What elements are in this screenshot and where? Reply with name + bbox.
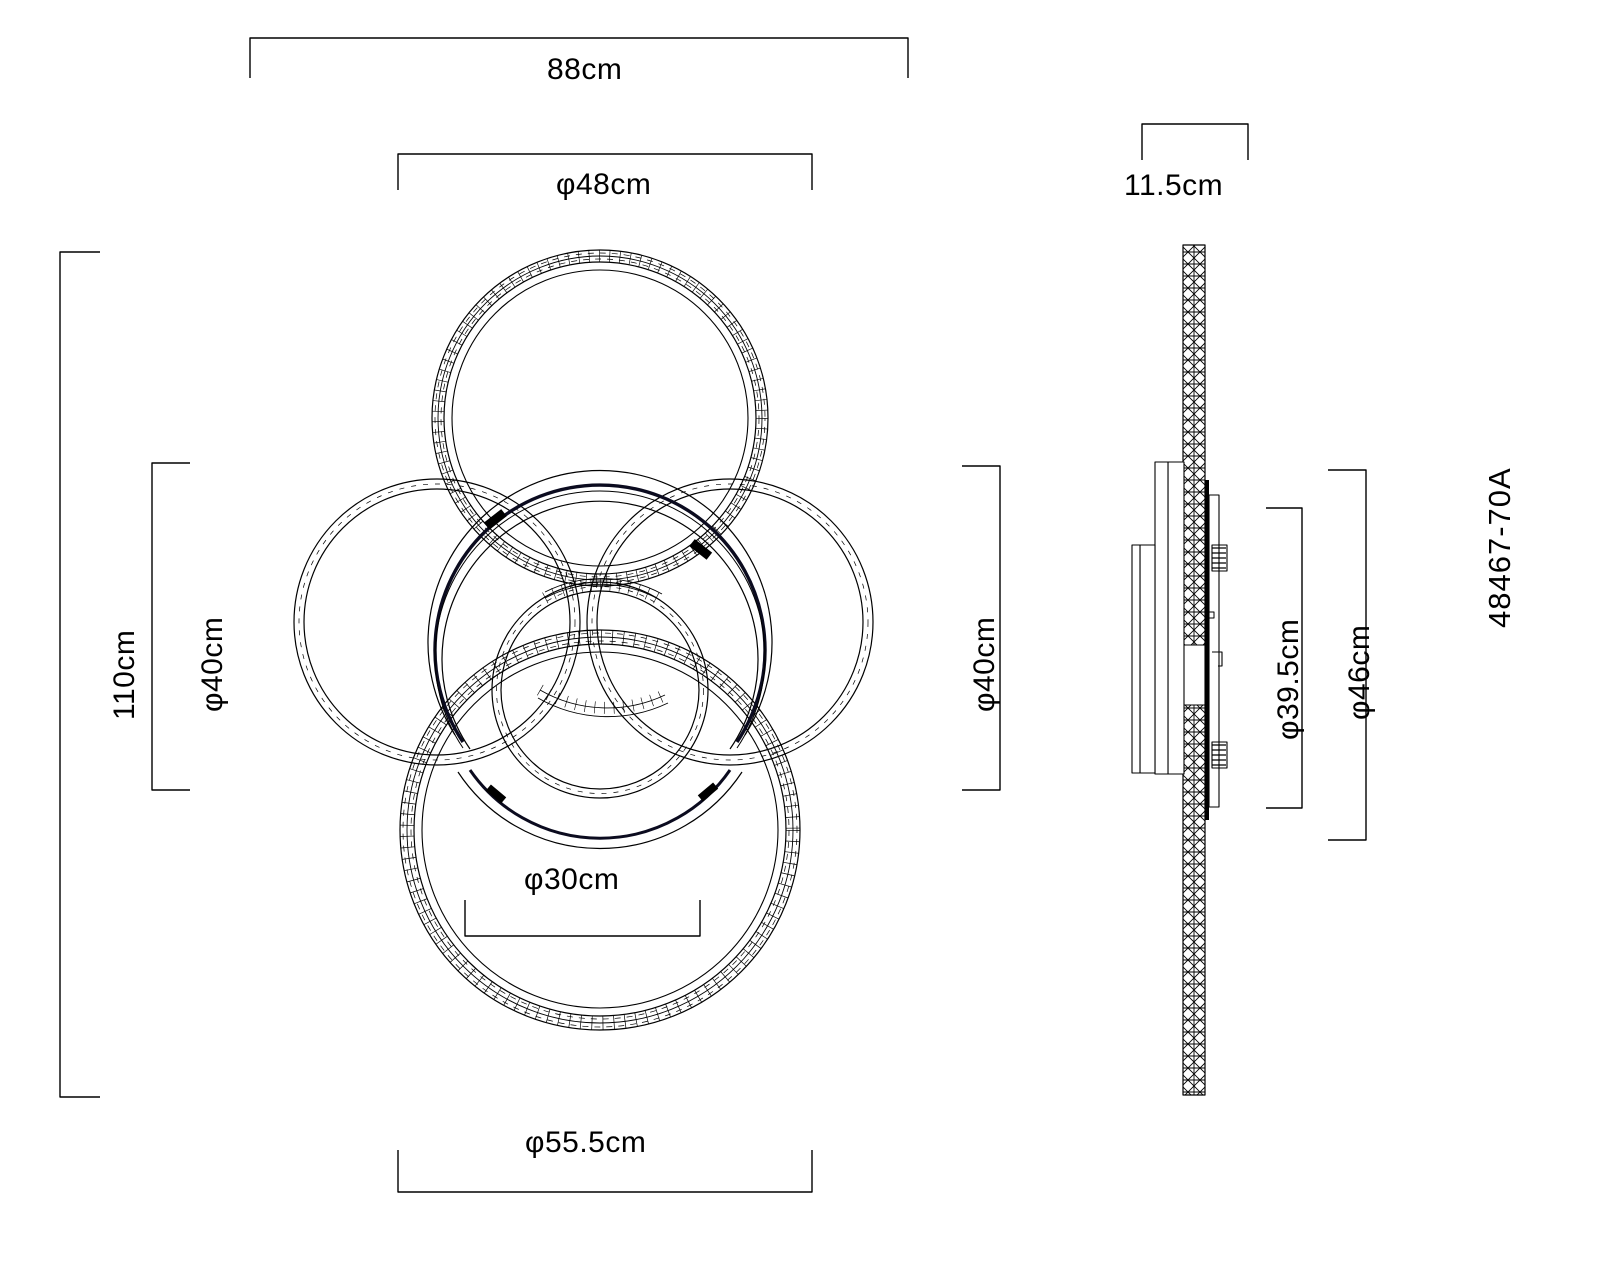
dimension-lines [59,37,1367,1193]
dim-label-overall-height: 110cm [108,629,141,720]
ring-top-48 [431,249,769,587]
model-number-label: 48467-70A [1482,467,1517,628]
ring-connectors [483,509,719,804]
ring-center-30 [491,581,709,799]
dim-label-ring-top-diameter: φ48cm [556,168,652,201]
dim-label-ring-center-diameter: φ30cm [524,863,620,896]
dim-label-side-depth: 11.5cm [1124,169,1224,202]
ring-inner-dark [427,469,773,850]
side-view-body [1131,244,1228,1096]
dim-label-overall-width: 88cm [547,53,623,86]
dim-label-plate-inner-diameter: φ39.5cm [1272,618,1305,740]
dim-label-ring-left-diameter: φ40cm [196,616,229,712]
dim-label-plate-outer-diameter: φ46cm [1343,624,1376,720]
crystal-segment-bands [537,578,669,718]
dim-label-ring-bottom-diameter: φ55.5cm [525,1126,647,1159]
ring-left-40 [293,478,581,766]
dim-label-ring-right-diameter: φ40cm [968,616,1001,712]
ring-bottom-555 [399,629,801,1031]
ring-right-40 [586,478,874,766]
